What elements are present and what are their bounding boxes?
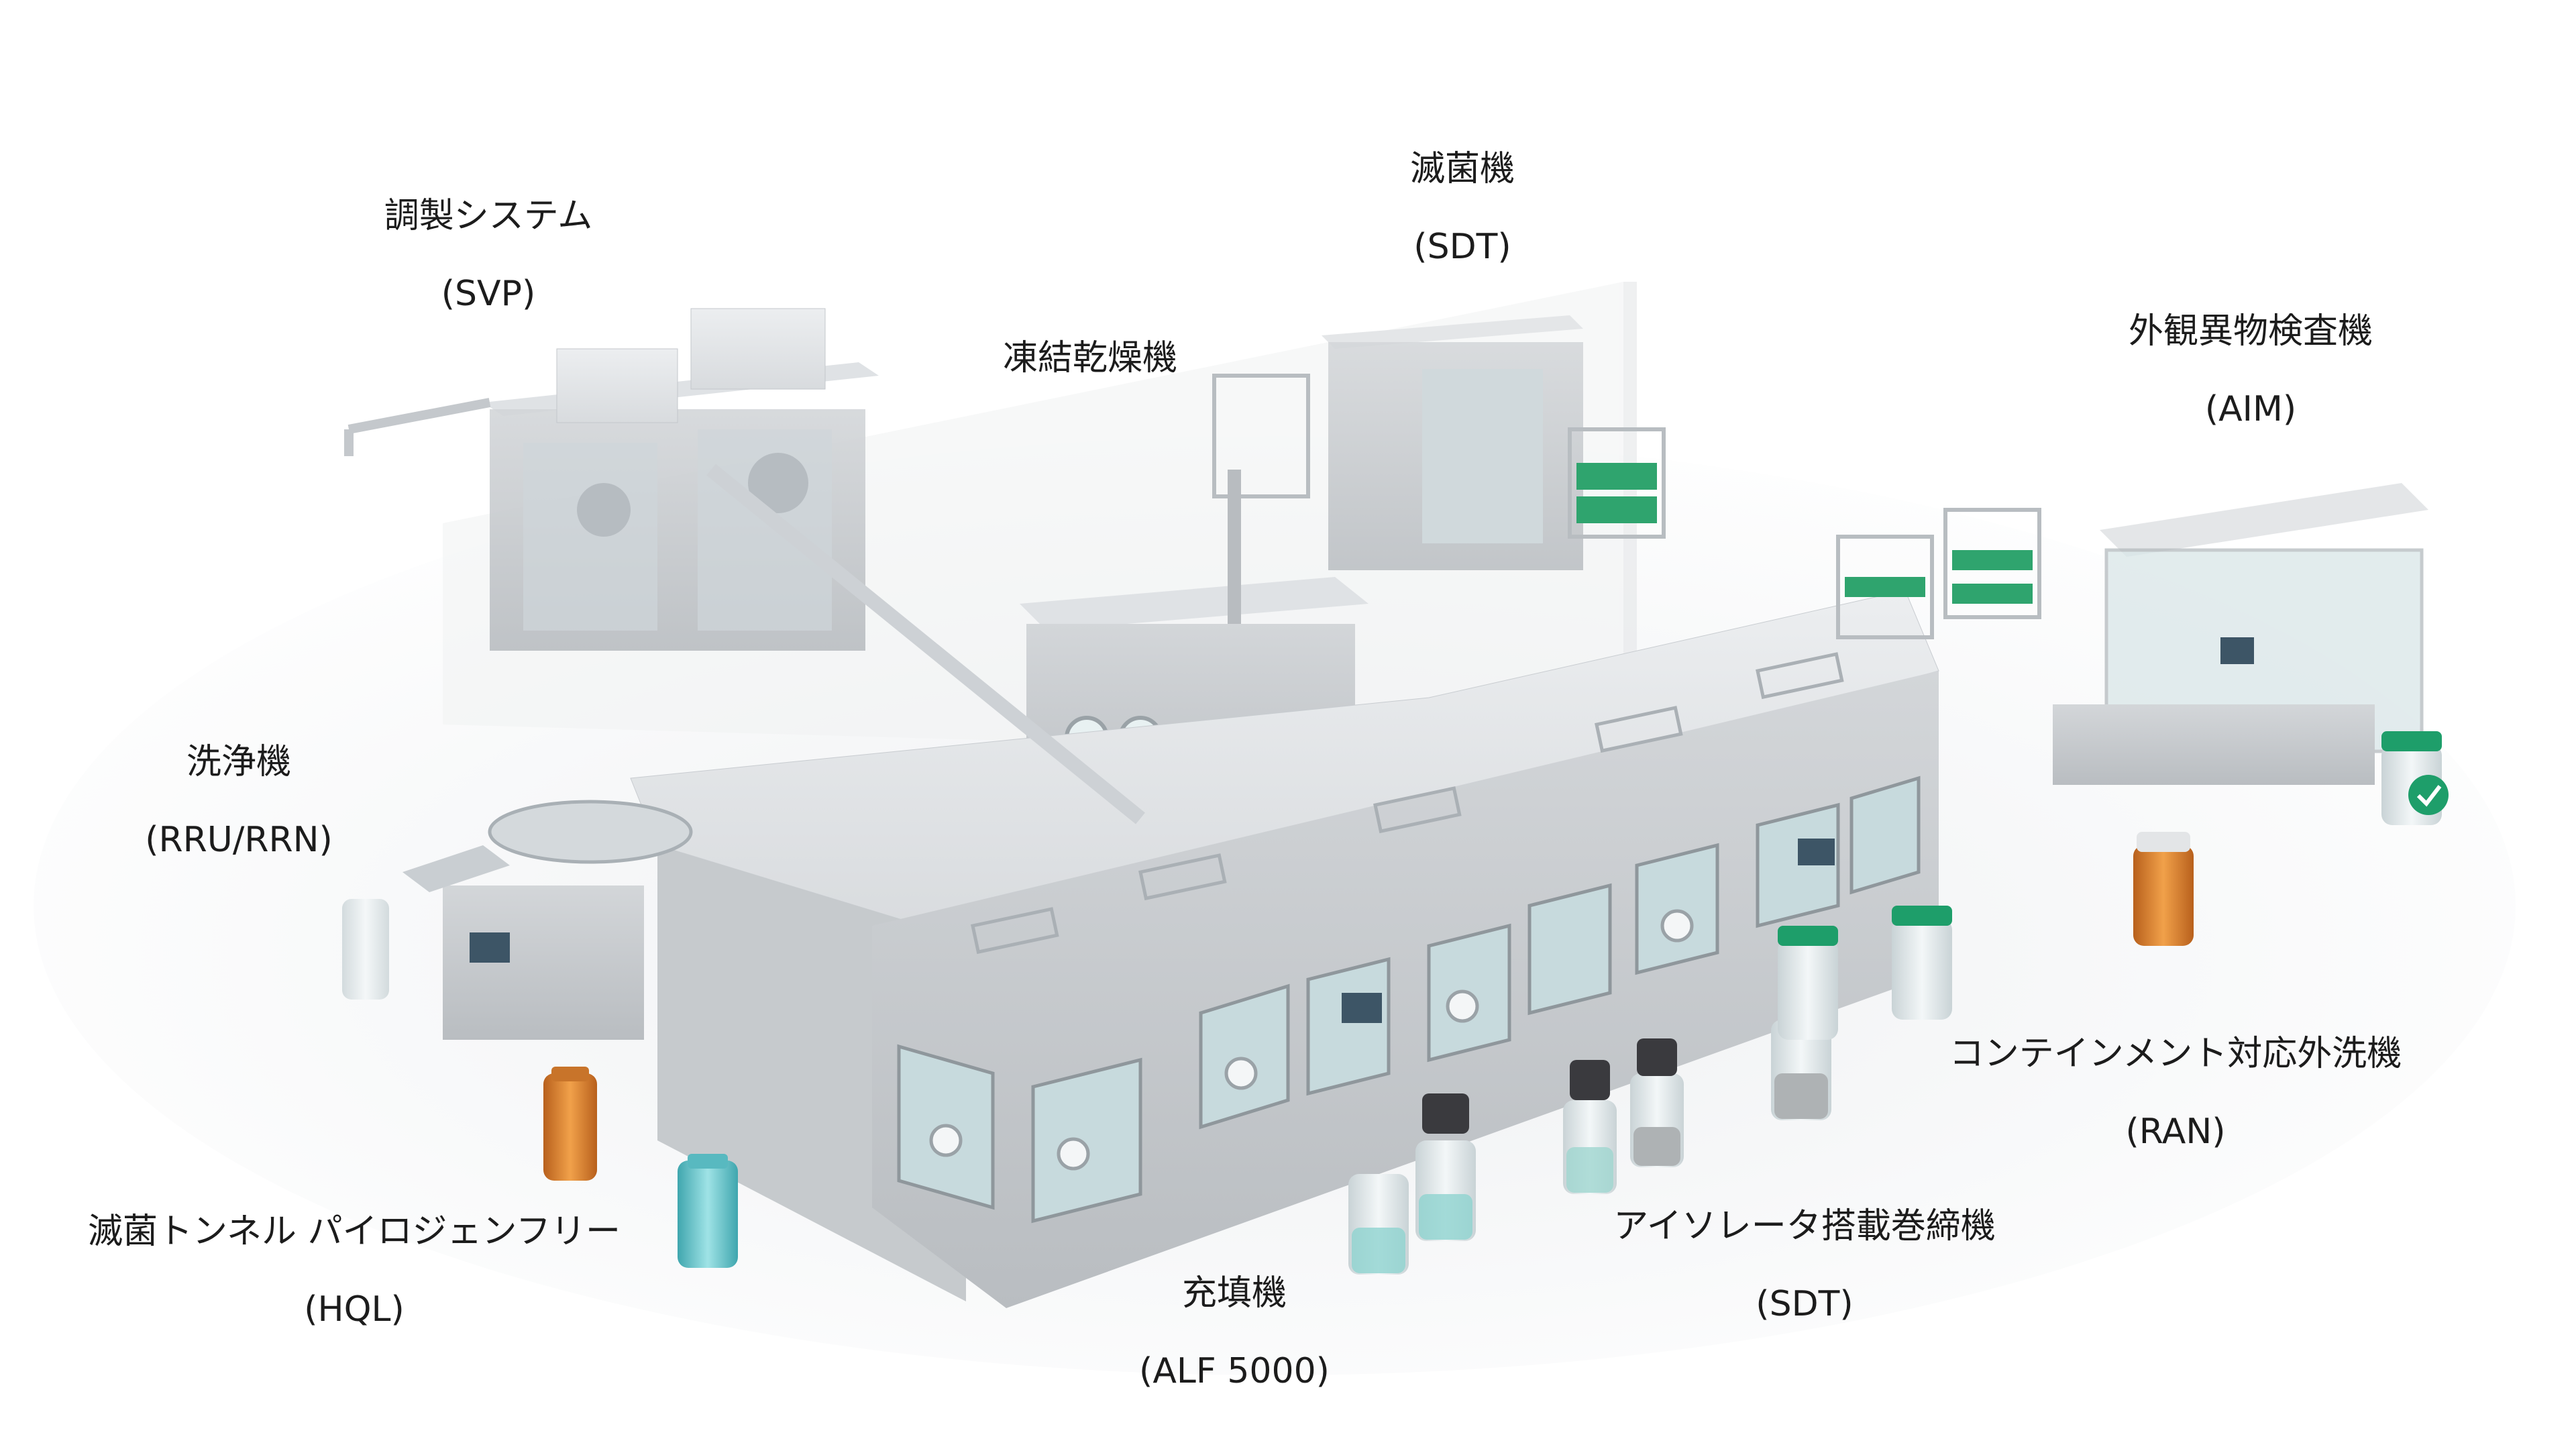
label-sdt-capper: アイソレータ搭載巻締機 (SDT) [1613,1209,1995,1322]
label-aim-code: (AIM) [2204,389,2297,429]
label-sdt-sterilizer-name: 滅菌機 [1409,149,1515,189]
vial-teal-hql [678,1154,738,1268]
label-sdt-capper-name: アイソレータ搭載巻締機 [1613,1206,1996,1246]
label-ran-name: コンテインメント対応外洗機 [1949,1034,2402,1074]
label-sdt-sterilizer-code: (SDT) [1413,227,1511,267]
label-sdt-sterilizer: 滅菌機 (SDT) [1410,152,1515,264]
label-freeze-dryer-name: 凍結乾燥機 [1002,338,1178,378]
alf-filling-line [630,464,1939,1308]
svp-machine [344,308,879,651]
vial-clear-washer [342,899,389,1000]
label-alf-code: (ALF 5000) [1139,1351,1330,1391]
label-washer: 洗浄機 (RRU/RRN) [145,745,333,857]
rru-rrn-washer-machine [402,800,693,1040]
label-ran-code: (RAN) [2125,1112,2226,1152]
label-svp: 調製システム (SVP) [384,199,592,311]
vial-inspected-aim [2381,731,2449,825]
vial-filled-alf [1348,1093,1476,1275]
label-ran: コンテインメント対応外洗機 (RAN) [1949,1036,2402,1149]
label-svp-code: (SVP) [441,274,536,314]
sdt-sterilizer-machine [1212,315,1666,570]
label-hql: 滅菌トンネル パイロジェンフリー (HQL) [88,1214,621,1327]
trolleys [1836,508,2041,639]
label-sdt-capper-code: (SDT) [1756,1284,1854,1324]
label-freeze-dryer: 凍結乾燥機 [1003,341,1177,376]
label-alf-name: 充填機 [1181,1273,1287,1313]
check-icon [2408,775,2449,815]
vial-capped-ran [1778,906,1952,1040]
label-hql-name: 滅菌トンネル パイロジェンフリー [88,1212,621,1252]
aim-inspection-machine [2053,483,2428,785]
label-hql-code: (HQL) [304,1289,405,1330]
label-aim-name: 外観異物検査機 [2128,311,2373,352]
vial-amber-hql [543,1067,597,1181]
vial-amber-aim [2133,832,2194,946]
label-aim: 外観異物検査機 (AIM) [2129,314,2373,427]
label-washer-code: (RRU/RRN) [145,820,333,860]
label-alf: 充填機 (ALF 5000) [1139,1276,1330,1389]
label-svp-name: 調製システム [384,196,593,236]
label-washer-name: 洗浄機 [186,742,292,782]
